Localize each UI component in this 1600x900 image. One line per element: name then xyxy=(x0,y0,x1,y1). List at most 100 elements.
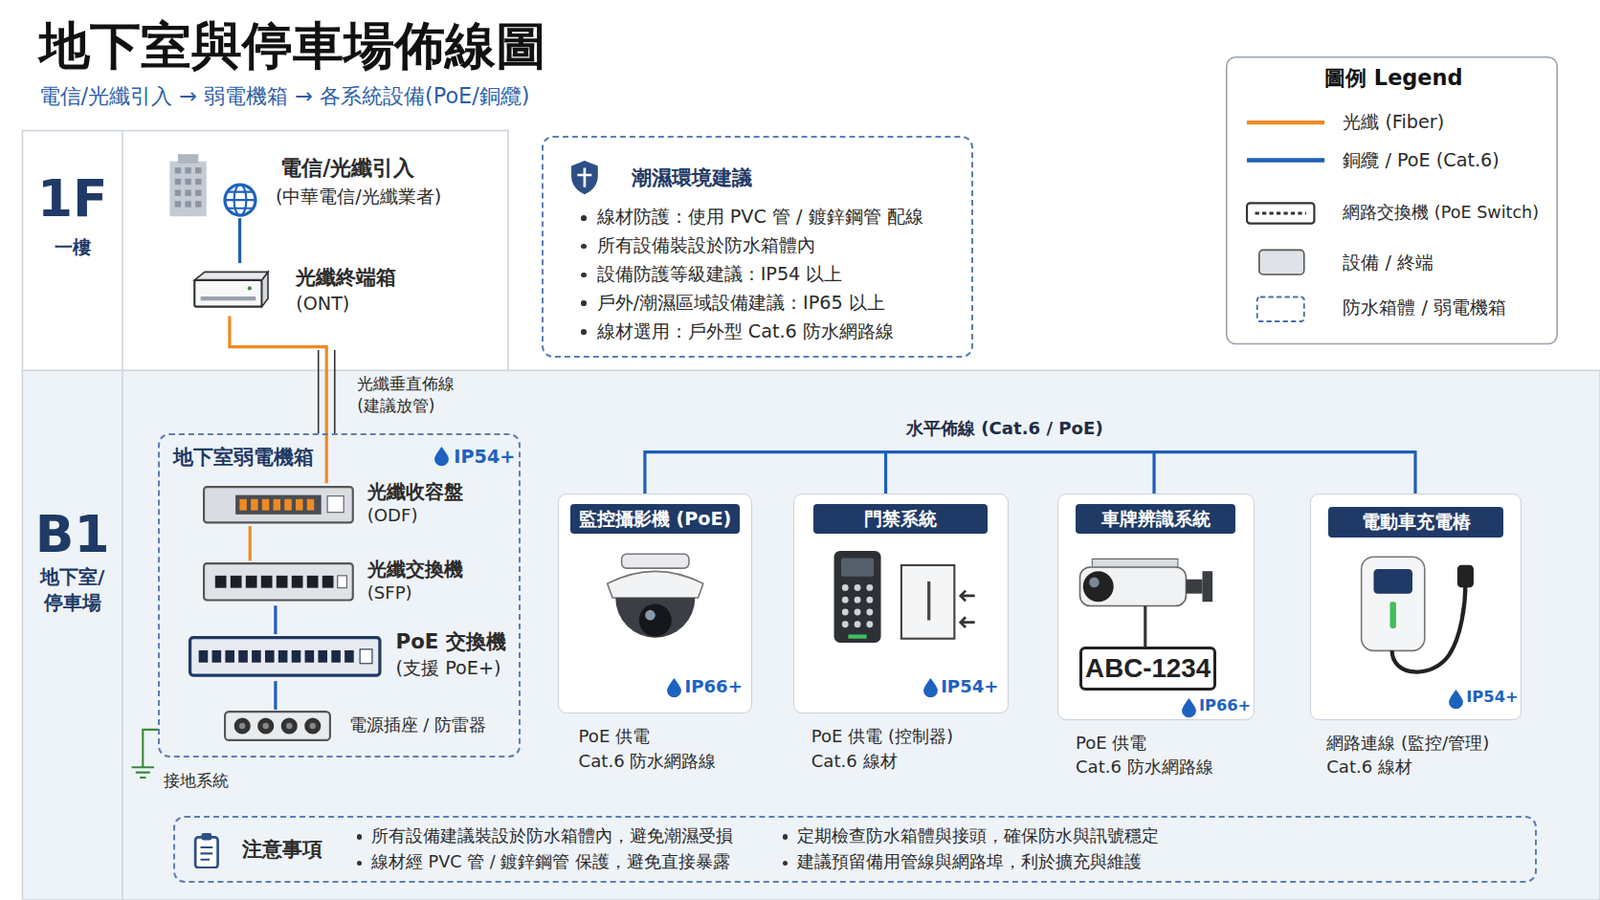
drawing-part xyxy=(841,597,848,604)
building-icon xyxy=(163,151,258,219)
label-text: 戶外/潮濕區域設備建議：IP65 以上 xyxy=(597,291,886,315)
drawing-part xyxy=(258,718,275,735)
label-text: Cat.6 線材 xyxy=(811,751,898,774)
power-strip xyxy=(223,711,332,742)
label-text: 所有設備建議裝設於防水箱體內，避免潮濕受損 xyxy=(371,826,734,848)
drawing-part xyxy=(174,200,180,207)
label-text: 電動車充電樁 xyxy=(1328,507,1503,538)
drawing-part xyxy=(927,581,931,622)
drawing-part xyxy=(195,200,201,207)
drawing-part xyxy=(317,350,320,434)
drawing-part xyxy=(177,154,199,164)
label-text: 1F xyxy=(22,167,123,232)
drawing-part xyxy=(359,649,373,665)
drawing-part xyxy=(1246,157,1325,162)
lpr-camera xyxy=(1071,553,1225,647)
drop-icon xyxy=(434,446,450,467)
drawing-part xyxy=(1389,601,1396,629)
poe-switch xyxy=(188,636,382,678)
drawing-part xyxy=(224,650,235,664)
drawing-part xyxy=(866,597,873,604)
drawing-part xyxy=(174,189,180,196)
label-text: 建議預留備用管線與網路埠，利於擴充與維護 xyxy=(797,852,1142,874)
label-text: PoE 供電 (控制器) xyxy=(811,726,954,749)
drawing-part xyxy=(621,554,689,569)
drawing-part xyxy=(200,296,257,301)
label-text: 門禁系統 xyxy=(813,504,988,535)
drawing-part xyxy=(195,272,269,282)
drawing-part xyxy=(841,557,874,577)
dome-camera-art xyxy=(597,551,714,660)
drawing-part xyxy=(196,837,219,868)
drop-icon-art xyxy=(434,446,450,467)
drawing-part xyxy=(1246,120,1325,125)
drawing-part xyxy=(1457,565,1474,588)
label-text: IP66+ xyxy=(684,676,742,699)
drawing-part xyxy=(132,767,155,778)
drawing-part xyxy=(190,638,380,676)
label-text: Cat.6 防水網路線 xyxy=(578,751,717,774)
drawing-part xyxy=(235,495,322,515)
floor-band: B1地下室/ 停車場地下室弱電機箱IP54+光纖收容盤(ODF)光纖交換機(SF… xyxy=(22,370,1600,900)
drop-icon-art xyxy=(666,678,682,698)
odf-panel-art xyxy=(202,486,355,524)
drawing-part xyxy=(247,287,252,291)
drawing-part xyxy=(1360,556,1424,651)
drawing-part xyxy=(184,189,191,196)
floor-panel: 1F一樓電信/光纖引入(中華電信/光纖業者)光纖終端箱(ONT) xyxy=(22,130,509,372)
drawing-part xyxy=(239,499,246,512)
ground-label: 接地系統 xyxy=(163,771,229,792)
drawing-part xyxy=(901,565,955,640)
building-icon-art xyxy=(163,151,258,219)
odf-unit: 光纖收容盤(ODF) xyxy=(200,483,482,527)
drawing-part xyxy=(833,551,881,644)
drawing-part xyxy=(866,584,873,592)
device-card: 門禁系統IP54+PoE 供電 (控制器)Cat.6 線材 xyxy=(793,493,1009,780)
cable-connector xyxy=(273,681,277,711)
drawing-part xyxy=(251,650,262,664)
label-text: 光纖交換機 xyxy=(367,557,464,582)
page-caption: 電信/光纖引入 → 弱電機箱 → 各系統設備(PoE/銅纜) xyxy=(39,83,531,111)
drawing-part xyxy=(305,718,322,735)
drawing-part xyxy=(262,272,268,308)
access-control-art xyxy=(825,551,979,654)
label-text: (中華電信/光纖業者) xyxy=(275,185,442,209)
drawing-part xyxy=(224,191,256,208)
drawing-part xyxy=(200,847,214,861)
drawing-part xyxy=(853,597,861,604)
drawing-part xyxy=(224,711,331,741)
drawing-part xyxy=(199,650,209,664)
drawing-part xyxy=(195,189,201,196)
clipboard-icon xyxy=(193,832,221,869)
drawing-part xyxy=(606,571,703,599)
drawing-part xyxy=(847,634,867,639)
drawing-part xyxy=(644,610,656,622)
drawing-part xyxy=(1257,296,1305,322)
label-text: 電源插座 / 防雷器 xyxy=(349,714,488,737)
poe-switch-art xyxy=(188,636,382,678)
drawing-part xyxy=(1185,579,1202,595)
label-text: (ONT) xyxy=(295,292,350,316)
label-text: 電信/光纖引入 xyxy=(280,155,415,182)
drawing-part xyxy=(284,499,291,512)
drawing-part xyxy=(1082,571,1113,602)
drawing-part xyxy=(295,499,303,512)
label-text: IP66+ xyxy=(1199,696,1250,716)
drawing-part xyxy=(337,576,348,589)
label-text: 車牌辨識系統 xyxy=(1075,504,1236,535)
label-text: IP54+ xyxy=(1466,688,1517,708)
legend-text: 網路交換機 (PoE Switch) xyxy=(1342,202,1539,224)
telecom-entry: 電信/光纖引入 (中華電信/光纖業者) xyxy=(163,151,490,219)
label-text: (支援 PoE+) xyxy=(396,657,502,681)
drawing-part xyxy=(261,576,273,589)
drawing-part xyxy=(1201,571,1213,602)
device-card: 監控攝影機 (PoE)IP66+PoE 供電Cat.6 防水網路線 xyxy=(557,493,753,780)
legend-box xyxy=(1226,57,1557,345)
device-card: 車牌辨識系統ABC-1234IP66+PoE 供電Cat.6 防水網路線 xyxy=(1057,493,1255,785)
drawing-part xyxy=(841,608,848,616)
drawing-part xyxy=(239,723,245,730)
legend-text: 銅纜 / PoE (Cat.6) xyxy=(1342,149,1499,173)
drawing-part xyxy=(174,167,180,174)
cable-connector xyxy=(273,605,277,635)
